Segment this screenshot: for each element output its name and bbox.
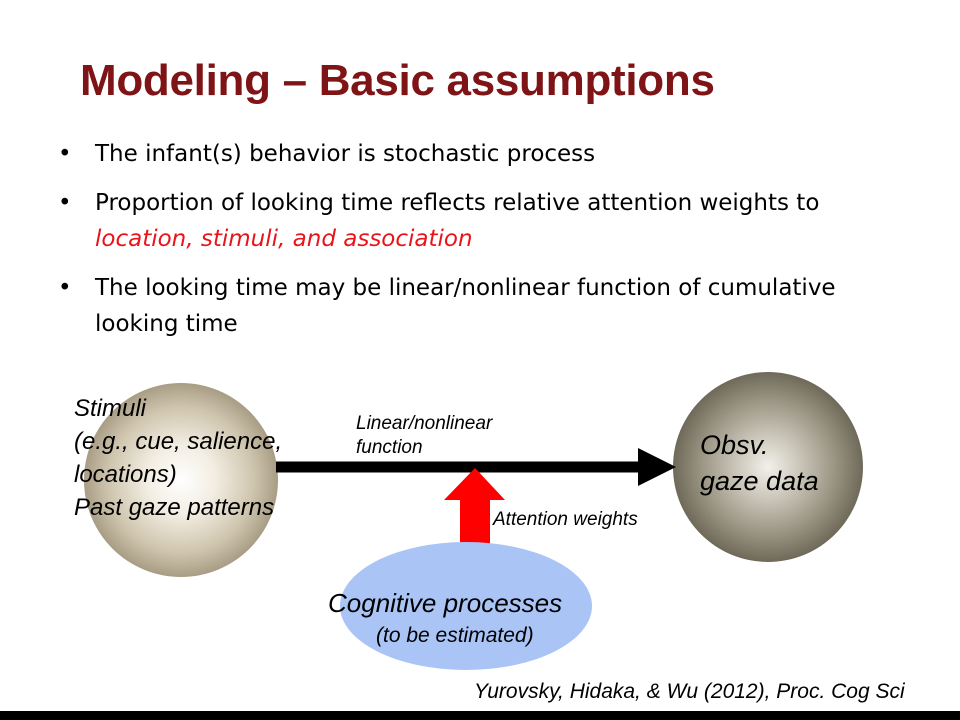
cognitive-sublabel: (to be estimated) xyxy=(376,624,534,647)
stimuli-line: Past gaze patterns xyxy=(74,494,275,521)
stimuli-label: Stimuli (e.g., cue, salience, locations)… xyxy=(74,392,282,524)
highlight-text: location, stimuli, and association xyxy=(95,226,473,252)
observed-label-line: Obsv. xyxy=(700,430,769,460)
attention-weights-label: Attention weights xyxy=(493,509,638,530)
bottom-bar xyxy=(0,711,960,720)
function-label-line: function xyxy=(356,437,423,458)
stimuli-line: (e.g., cue, salience, xyxy=(74,428,283,455)
observed-label: Obsv. gaze data xyxy=(700,427,819,499)
function-arrow-head xyxy=(638,448,676,486)
bullet-text: Proportion of looking time reflects rela… xyxy=(95,190,820,216)
bullet-stochastic: The infant(s) behavior is stochastic pro… xyxy=(58,136,918,172)
citation: Yurovsky, Hidaka, & Wu (2012), Proc. Cog… xyxy=(474,680,905,703)
bullet-text: The infant(s) behavior is stochastic pro… xyxy=(95,141,596,167)
function-label-line: Linear/nonlinear xyxy=(356,413,493,434)
slide-title: Modeling – Basic assumptions xyxy=(80,56,715,105)
stimuli-circle xyxy=(84,383,278,577)
bullet-list: The infant(s) behavior is stochastic pro… xyxy=(58,136,918,355)
stimuli-line: locations) xyxy=(74,461,177,488)
stimuli-line: Stimuli xyxy=(74,395,147,422)
cognitive-label: Cognitive processes xyxy=(328,588,563,618)
attention-up-arrow xyxy=(444,468,505,546)
observed-label-line: gaze data xyxy=(700,466,819,496)
cognitive-ellipse xyxy=(340,542,592,670)
observed-circle xyxy=(673,372,863,562)
bullet-text: The looking time may be linear/nonlinear… xyxy=(95,275,836,337)
bullet-looking-time: The looking time may be linear/nonlinear… xyxy=(58,270,918,342)
bullet-attention-weights: Proportion of looking time reflects rela… xyxy=(58,185,918,257)
function-label: Linear/nonlinear function xyxy=(356,412,492,460)
